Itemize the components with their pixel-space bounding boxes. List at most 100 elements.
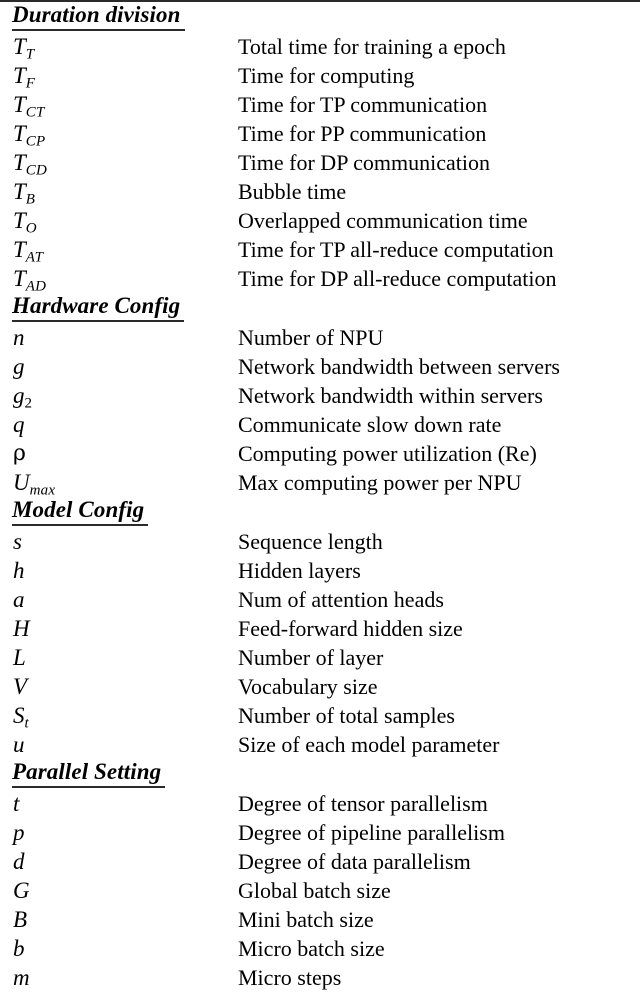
- description-cell: Micro batch size: [238, 936, 385, 961]
- symbol-base: B: [13, 907, 28, 932]
- description-cell: Max computing power per NPU: [238, 470, 522, 495]
- description-cell: Vocabulary size: [238, 674, 378, 699]
- description-cell: Communicate slow down rate: [238, 412, 502, 437]
- table-row: Umax Max computing power per NPU: [0, 468, 640, 499]
- symbol-cell: TO: [13, 206, 37, 244]
- symbol-cell: m: [13, 963, 30, 992]
- description-cell: Time for computing: [238, 63, 415, 88]
- symbol-cell: TAT: [13, 235, 43, 273]
- symbol-cell: a: [13, 585, 25, 614]
- symbol-cell: g2: [13, 381, 32, 419]
- table-row: g2 Network bandwidth within servers: [0, 381, 640, 412]
- symbol-base: T: [13, 179, 26, 204]
- section-header-row: Duration division: [0, 2, 640, 32]
- symbol-cell: s: [13, 527, 22, 556]
- description-cell: Overlapped communication time: [238, 208, 528, 233]
- description-cell: Network bandwidth between servers: [238, 354, 560, 379]
- table-row: V Vocabulary size: [0, 672, 640, 701]
- symbol-subscript: F: [25, 75, 36, 92]
- symbol-subscript: CT: [25, 104, 45, 121]
- symbol-base: T: [13, 92, 26, 117]
- description-cell: Micro steps: [238, 965, 342, 990]
- table-row: TAD Time for DP all-reduce computation: [0, 264, 640, 295]
- table-row: g Network bandwidth between servers: [0, 352, 640, 381]
- symbol-base: T: [13, 237, 26, 262]
- symbol-cell: t: [13, 789, 19, 818]
- table-row: TCT Time for TP communication: [0, 90, 640, 121]
- symbol-subscript: CD: [25, 162, 48, 179]
- description-cell: Time for TP all-reduce computation: [238, 237, 554, 262]
- symbol-subscript: B: [25, 191, 36, 208]
- symbol-cell: L: [13, 643, 26, 672]
- symbol-subscript: 2: [24, 395, 33, 412]
- symbol-cell: V: [13, 672, 27, 701]
- description-cell: Time for DP all-reduce computation: [238, 266, 557, 291]
- symbol-cell: G: [13, 876, 30, 905]
- table-row: p Degree of pipeline parallelism: [0, 818, 640, 847]
- symbol-base: L: [13, 645, 26, 670]
- symbol-cell: H: [13, 614, 30, 643]
- symbol-base: h: [13, 558, 25, 583]
- symbol-cell: TF: [13, 61, 35, 99]
- symbol-cell: St: [13, 701, 29, 739]
- symbol-subscript: max: [29, 482, 56, 499]
- description-cell: Global batch size: [238, 878, 391, 903]
- symbol-cell: TAD: [13, 264, 46, 302]
- table-top-rule: [0, 0, 640, 2]
- symbol-subscript: AT: [25, 249, 44, 266]
- symbol-subscript: O: [25, 220, 37, 237]
- section-header-row: Parallel Setting: [0, 759, 640, 789]
- symbol-cell: TB: [13, 177, 35, 215]
- symbol-base: S: [13, 703, 25, 728]
- symbol-base: q: [13, 412, 25, 437]
- description-cell: Number of NPU: [238, 325, 384, 350]
- symbol-subscript: AD: [25, 278, 47, 295]
- symbol-cell: q: [13, 410, 25, 439]
- symbol-cell: u: [13, 730, 25, 759]
- description-cell: Network bandwidth within servers: [238, 383, 543, 408]
- section-title: Model Config: [12, 496, 149, 526]
- description-cell: Total time for training a epoch: [238, 34, 506, 59]
- symbol-cell: g: [13, 352, 25, 381]
- section-title: Parallel Setting: [12, 758, 166, 788]
- table-row: s Sequence length: [0, 527, 640, 556]
- description-cell: Degree of pipeline parallelism: [238, 820, 505, 845]
- description-cell: Sequence length: [238, 529, 383, 554]
- symbol-base: p: [13, 820, 25, 845]
- symbol-base: T: [13, 266, 26, 291]
- symbol-base: T: [13, 63, 26, 88]
- symbol-base: g: [13, 354, 25, 379]
- symbol-base: g: [13, 383, 25, 408]
- symbol-cell: TCD: [13, 148, 47, 186]
- symbol-base: s: [13, 529, 22, 554]
- table-row: q Communicate slow down rate: [0, 410, 640, 439]
- table-row: TB Bubble time: [0, 177, 640, 208]
- symbol-cell: B: [13, 905, 27, 934]
- description-cell: Degree of data parallelism: [238, 849, 471, 874]
- description-cell: Time for DP communication: [238, 150, 490, 175]
- section-header-row: Model Config: [0, 497, 640, 527]
- description-cell: Degree of tensor parallelism: [238, 791, 488, 816]
- symbol-cell: b: [13, 934, 25, 963]
- symbol-subscript: T: [25, 46, 35, 63]
- symbol-base: ρ: [13, 441, 26, 466]
- symbol-cell: TCT: [13, 90, 45, 128]
- symbol-base: b: [13, 936, 25, 961]
- description-cell: Mini batch size: [238, 907, 374, 932]
- symbol-base: U: [13, 470, 30, 495]
- description-cell: Time for TP communication: [238, 92, 488, 117]
- symbol-base: G: [13, 878, 30, 903]
- description-cell: Bubble time: [238, 179, 347, 204]
- symbol-cell: TT: [13, 32, 34, 70]
